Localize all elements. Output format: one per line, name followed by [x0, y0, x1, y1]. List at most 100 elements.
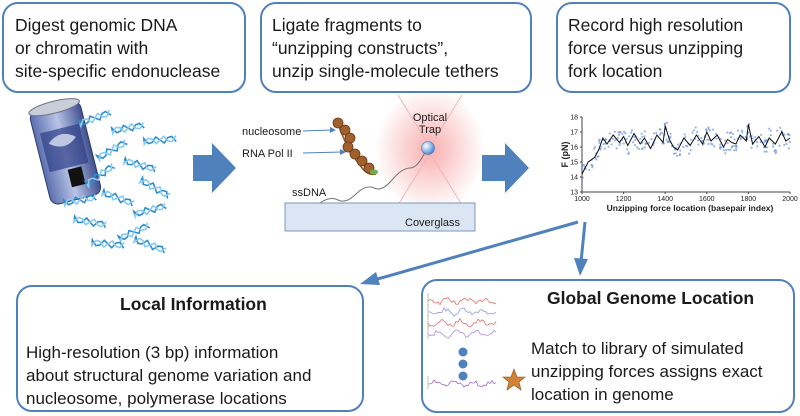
scatter-point [595, 158, 598, 161]
scatter-point [683, 133, 686, 136]
scatter-point [726, 131, 729, 134]
scatter-point [623, 130, 626, 133]
scatter-point [727, 148, 730, 151]
scatter-point [596, 155, 599, 158]
scatter-point [689, 138, 693, 141]
dna-fragment [110, 122, 145, 137]
scatter-point [663, 122, 667, 125]
scatter-point [607, 145, 610, 148]
scatter-point [665, 138, 668, 141]
scatter-point [744, 135, 747, 139]
scatter-point [618, 144, 621, 147]
scatter-point [697, 143, 700, 146]
y-tick-label: 15 [570, 160, 578, 167]
scatter-point [694, 126, 697, 129]
global-genome-location-box: Global Genome Location Match to library … [421, 279, 795, 413]
dna-fragment [132, 234, 167, 254]
scatter-point [763, 150, 766, 153]
scatter-point [689, 149, 692, 152]
rna-pol-ii-marker [370, 169, 378, 175]
scatter-point [625, 137, 628, 141]
scatter-point [708, 129, 712, 132]
scatter-point [581, 176, 584, 179]
scatter-point [588, 168, 591, 172]
label-ssdna: ssDNA [292, 187, 327, 199]
scatter-point [776, 129, 779, 132]
scatter-point [647, 141, 651, 144]
connector-to-global [574, 221, 588, 276]
scatter-point [643, 135, 646, 138]
scatter-point [624, 132, 627, 135]
scatter-point [604, 138, 607, 141]
scatter-point [707, 142, 710, 146]
y-tick-label: 17 [570, 130, 578, 137]
scatter-point [631, 141, 635, 144]
scatter-point [788, 140, 791, 144]
y-tick-label: 13 [570, 190, 578, 197]
scatter-point [659, 128, 662, 131]
scatter-point [719, 147, 722, 150]
scatter-point [730, 136, 733, 139]
connector-to-local [360, 220, 579, 285]
scatter-point [650, 138, 653, 141]
scatter-point [701, 139, 704, 143]
dna-fragment [83, 163, 116, 190]
scatter-point [691, 131, 694, 134]
scatter-point [677, 143, 680, 146]
scatter-point [594, 145, 597, 148]
y-axis-label: F (pN) [560, 142, 570, 168]
scatter-point [719, 143, 722, 146]
dna-fragment [94, 139, 128, 164]
dna-fragment [100, 187, 135, 207]
label-coverglass: Coverglass [405, 217, 461, 229]
library-traces [427, 293, 497, 389]
scatter-point [602, 143, 605, 146]
scatter-point [593, 147, 596, 150]
scatter-point [591, 166, 594, 169]
scatter-point [608, 132, 611, 135]
scatter-point [697, 139, 700, 142]
global-genome-location-body: Match to library of simulated unzipping … [531, 339, 763, 404]
scatter-point [756, 141, 759, 144]
simulated-trace [427, 317, 497, 328]
scatter-point [780, 129, 783, 133]
scatter-point [643, 130, 647, 133]
scatter-point [644, 142, 647, 145]
scatter-point [724, 149, 728, 152]
scatter-point [728, 132, 732, 135]
dna-fragment [137, 174, 171, 199]
dna-fragments [62, 109, 177, 254]
scatter-point [763, 141, 766, 144]
scatter-point [639, 137, 642, 141]
scatter-point [684, 136, 687, 139]
scatter-point [710, 142, 713, 145]
x-axis-label: Unzipping force location (basepair index… [607, 203, 774, 213]
scatter-point [731, 133, 735, 136]
scatter-point [737, 129, 740, 132]
scatter-point [616, 136, 620, 139]
x-tick-label: 1200 [616, 196, 632, 203]
scatter-point [719, 137, 723, 140]
step-ligate-text: Ligate fragments to “unzipping construct… [272, 15, 499, 81]
scatter-point [774, 152, 777, 155]
scatter-point [603, 147, 606, 150]
nucleosome-beads [332, 117, 375, 174]
global-genome-location-title: Global Genome Location [547, 288, 755, 308]
simulated-trace [427, 306, 497, 317]
dna-fragment [132, 202, 167, 220]
scatter-point [772, 145, 775, 148]
x-tick-label: 2000 [782, 196, 798, 203]
scatter-point [679, 153, 682, 156]
scatter-point [783, 133, 786, 136]
scatter-point [733, 149, 736, 152]
soda-can-illustration [28, 98, 102, 205]
scatter-point [769, 134, 772, 137]
scatter-point [712, 128, 715, 131]
scatter-point [724, 139, 727, 142]
scatter-point [729, 148, 732, 151]
scatter-point [733, 138, 736, 141]
scatter-point [787, 132, 790, 136]
scatter-point [706, 138, 709, 141]
scatter-point [655, 131, 658, 134]
scatter-point [659, 132, 662, 135]
